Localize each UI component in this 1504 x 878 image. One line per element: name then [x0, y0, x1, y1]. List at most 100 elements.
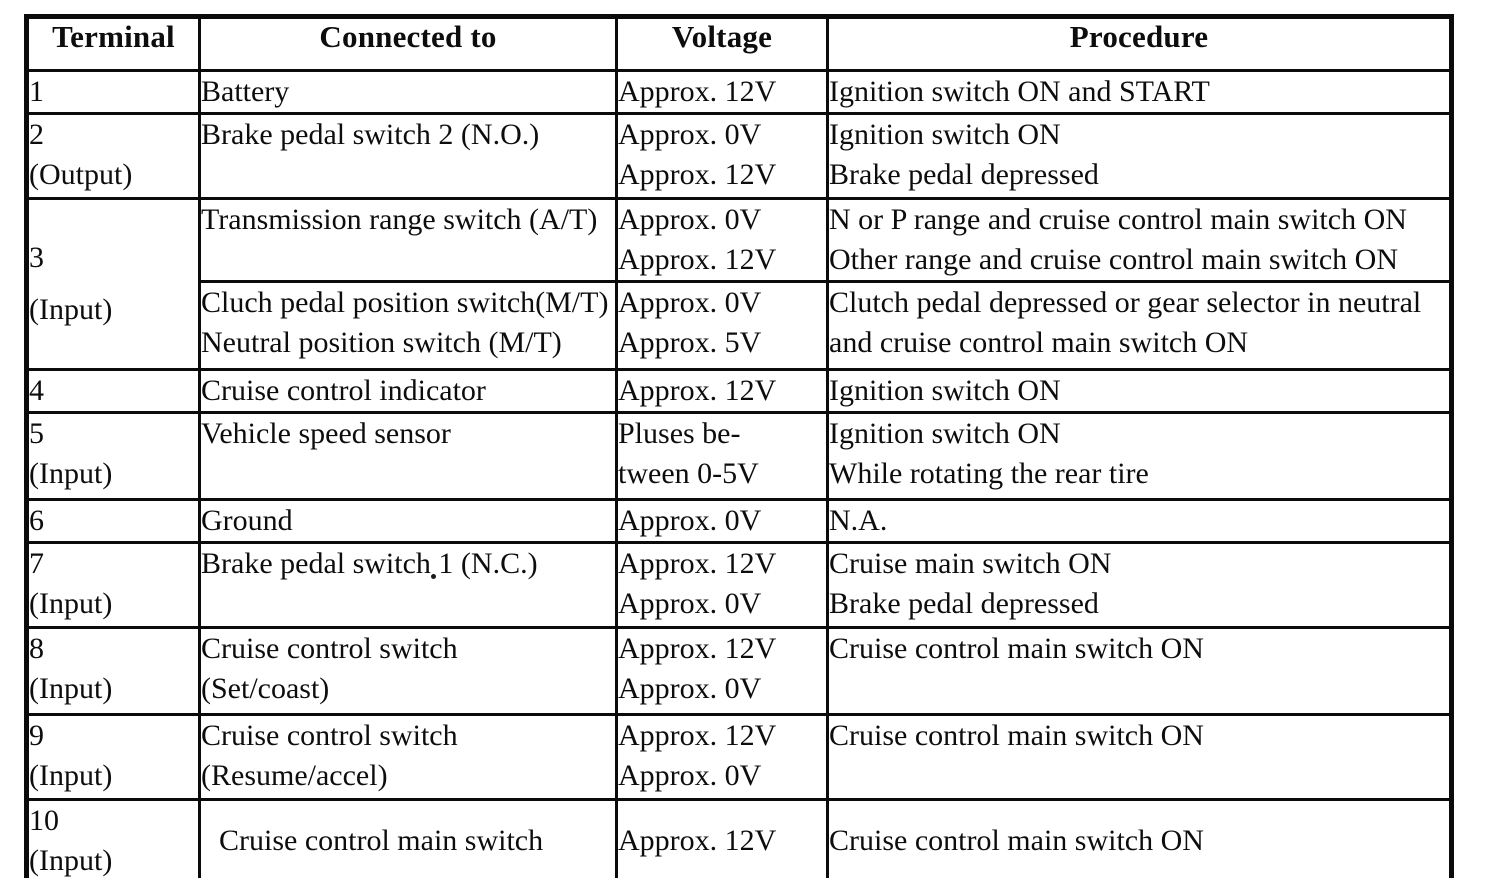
- column-header-terminal: Terminal: [25, 15, 201, 72]
- procedure-text: N or P range and cruise control main swi…: [829, 203, 1407, 236]
- procedure-cell: Ignition switch ON Brake pedal depressed: [826, 112, 1453, 200]
- connected-to-text: Vehicle speed sensor: [201, 417, 451, 450]
- procedure-cell: Cruise control main switch ON: [826, 798, 1453, 878]
- terminal-cell: 4: [25, 368, 201, 414]
- terminal-direction: (Output): [29, 158, 133, 191]
- terminal-cell: 6: [25, 498, 201, 544]
- connected-to-text: Cruise control switch: [201, 632, 458, 665]
- procedure-text: Other range and cruise control main swit…: [829, 243, 1399, 276]
- procedure-text: Ignition switch ON: [829, 118, 1061, 151]
- terminal-number: 3: [29, 241, 45, 274]
- terminal-direction: (Input): [29, 672, 113, 705]
- voltage-text: Approx. 0V: [618, 203, 762, 236]
- column-header-connected-to: Connected to: [198, 15, 618, 72]
- voltage-text: Approx. 12V: [618, 824, 777, 857]
- procedure-cell: Ignition switch ON: [826, 368, 1453, 414]
- procedure-cell: Ignition switch ON While rotating the re…: [826, 411, 1453, 501]
- voltage-cell: Approx. 0V Approx. 5V: [615, 280, 829, 371]
- connected-to-text: Brake pedal switch 2 (N.O.): [201, 118, 540, 151]
- table-row: 4 Cruise control indicator Approx. 12V I…: [25, 368, 1453, 414]
- voltage-text: Approx. 12V: [618, 632, 777, 665]
- procedure-text: While rotating the rear tire: [829, 457, 1149, 490]
- procedure-text: Cruise control main switch ON: [829, 719, 1204, 752]
- procedure-cell: Cruise control main switch ON: [826, 713, 1453, 801]
- table-row: 6 Ground Approx. 0V N.A.: [25, 498, 1453, 544]
- voltage-text: Approx. 12V: [618, 374, 777, 407]
- terminal-voltage-table: Terminal Connected to Voltage Procedure …: [24, 14, 1454, 878]
- terminal-cell: 5 (Input): [25, 411, 201, 501]
- procedure-text: N.A.: [829, 504, 888, 537]
- connected-to-text: Cruise control main switch: [219, 824, 544, 857]
- terminal-direction: (Input): [29, 759, 113, 792]
- table-row: Cluch pedal position switch(M/T) Neutral…: [27, 280, 1453, 371]
- terminal-cell: 2 (Output): [25, 112, 201, 200]
- terminal-number: 4: [29, 374, 45, 407]
- voltage-text: Approx. 0V: [618, 759, 762, 792]
- column-header-voltage: Voltage: [615, 15, 829, 72]
- procedure-cell: Clutch pedal depressed or gear selector …: [826, 280, 1453, 371]
- header-row: Terminal Connected to Voltage Procedure: [25, 15, 1453, 72]
- terminal-cell: 8 (Input): [25, 626, 201, 716]
- table-row: 1 Battery Approx. 12V Ignition switch ON…: [25, 69, 1453, 115]
- terminal-number: 7: [29, 547, 45, 580]
- connected-to-text: Neutral position switch (M/T): [201, 326, 562, 359]
- terminal-cell: 10 (Input): [25, 798, 201, 878]
- column-header-procedure: Procedure: [826, 15, 1453, 72]
- connected-to-text: Battery: [201, 75, 290, 108]
- voltage-text: Approx. 12V: [618, 719, 777, 752]
- procedure-cell: N.A.: [826, 498, 1453, 544]
- terminal-number: 9: [29, 719, 45, 752]
- terminal-number: 10: [29, 804, 60, 837]
- terminal-number: 6: [29, 504, 45, 537]
- voltage-cell: Approx. 12V: [615, 798, 829, 878]
- procedure-text: Cruise control main switch ON: [829, 824, 1204, 857]
- voltage-cell: Pluses be- tween 0-5V: [615, 411, 829, 501]
- procedure-text: Brake pedal depressed: [829, 587, 1099, 620]
- table-row: 10 (Input) Cruise control main switch Ap…: [25, 798, 1453, 878]
- table-row: 9 (Input) Cruise control switch (Resume/…: [25, 713, 1453, 801]
- procedure-text: Cruise main switch ON: [829, 547, 1112, 580]
- connected-to-cell: Transmission range switch (A/T): [198, 197, 618, 283]
- connected-to-cell: Cluch pedal position switch(M/T) Neutral…: [198, 280, 618, 371]
- connected-to-cell: Brake pedal switch 2 (N.O.): [198, 112, 618, 200]
- procedure-cell: Cruise main switch ON Brake pedal depres…: [826, 541, 1453, 629]
- voltage-text: Approx. 12V: [618, 243, 777, 276]
- voltage-text: Approx. 12V: [618, 75, 777, 108]
- voltage-cell: Approx. 0V Approx. 12V: [615, 197, 829, 283]
- terminal-number: 2: [29, 118, 45, 151]
- voltage-text: Approx. 0V: [618, 118, 762, 151]
- procedure-text: Brake pedal depressed: [829, 158, 1099, 191]
- connected-to-text: Brake pedal switch 1 (N.C.): [201, 547, 538, 580]
- voltage-text: Approx. 12V: [618, 547, 777, 580]
- voltage-cell: Approx. 12V Approx. 0V: [615, 541, 829, 629]
- connected-to-cell: Battery: [198, 69, 618, 115]
- terminal-direction: (Input): [29, 293, 113, 326]
- scan-artifact-dot: [431, 574, 436, 579]
- voltage-text: Approx. 0V: [618, 286, 762, 319]
- procedure-text: Clutch pedal depressed or gear selector …: [829, 286, 1422, 319]
- voltage-text: Approx. 5V: [618, 326, 762, 359]
- connected-to-text: (Set/coast): [201, 672, 330, 705]
- voltage-cell: Approx. 0V: [615, 498, 829, 544]
- procedure-cell: Ignition switch ON and START: [826, 69, 1453, 115]
- connected-to-text: Cruise control indicator: [201, 374, 486, 407]
- connected-to-text: Cruise control switch: [201, 719, 458, 752]
- procedure-text: Ignition switch ON and START: [829, 75, 1210, 108]
- terminal-cell: 1: [25, 69, 201, 115]
- table-row: 2 (Output) Brake pedal switch 2 (N.O.) A…: [25, 112, 1453, 200]
- connected-to-cell: Cruise control indicator: [198, 368, 618, 414]
- table-row: 8 (Input) Cruise control switch (Set/coa…: [25, 626, 1453, 716]
- connected-to-text: Ground: [201, 504, 293, 537]
- voltage-text: Approx. 0V: [618, 504, 762, 537]
- connected-to-cell: Vehicle speed sensor: [198, 411, 618, 501]
- procedure-cell: Cruise control main switch ON: [826, 626, 1453, 716]
- voltage-text: Approx. 0V: [618, 587, 762, 620]
- terminal-direction: (Input): [29, 844, 113, 877]
- connected-to-cell: Cruise control main switch: [198, 798, 618, 878]
- terminal-number: 5: [29, 417, 45, 450]
- connected-to-cell: Brake pedal switch 1 (N.C.): [198, 541, 618, 629]
- connected-to-text: Cluch pedal position switch(M/T): [201, 286, 609, 319]
- table-row: 5 (Input) Vehicle speed sensor Pluses be…: [25, 411, 1453, 501]
- terminal-number: 1: [29, 75, 45, 108]
- voltage-text: Approx. 12V: [618, 158, 777, 191]
